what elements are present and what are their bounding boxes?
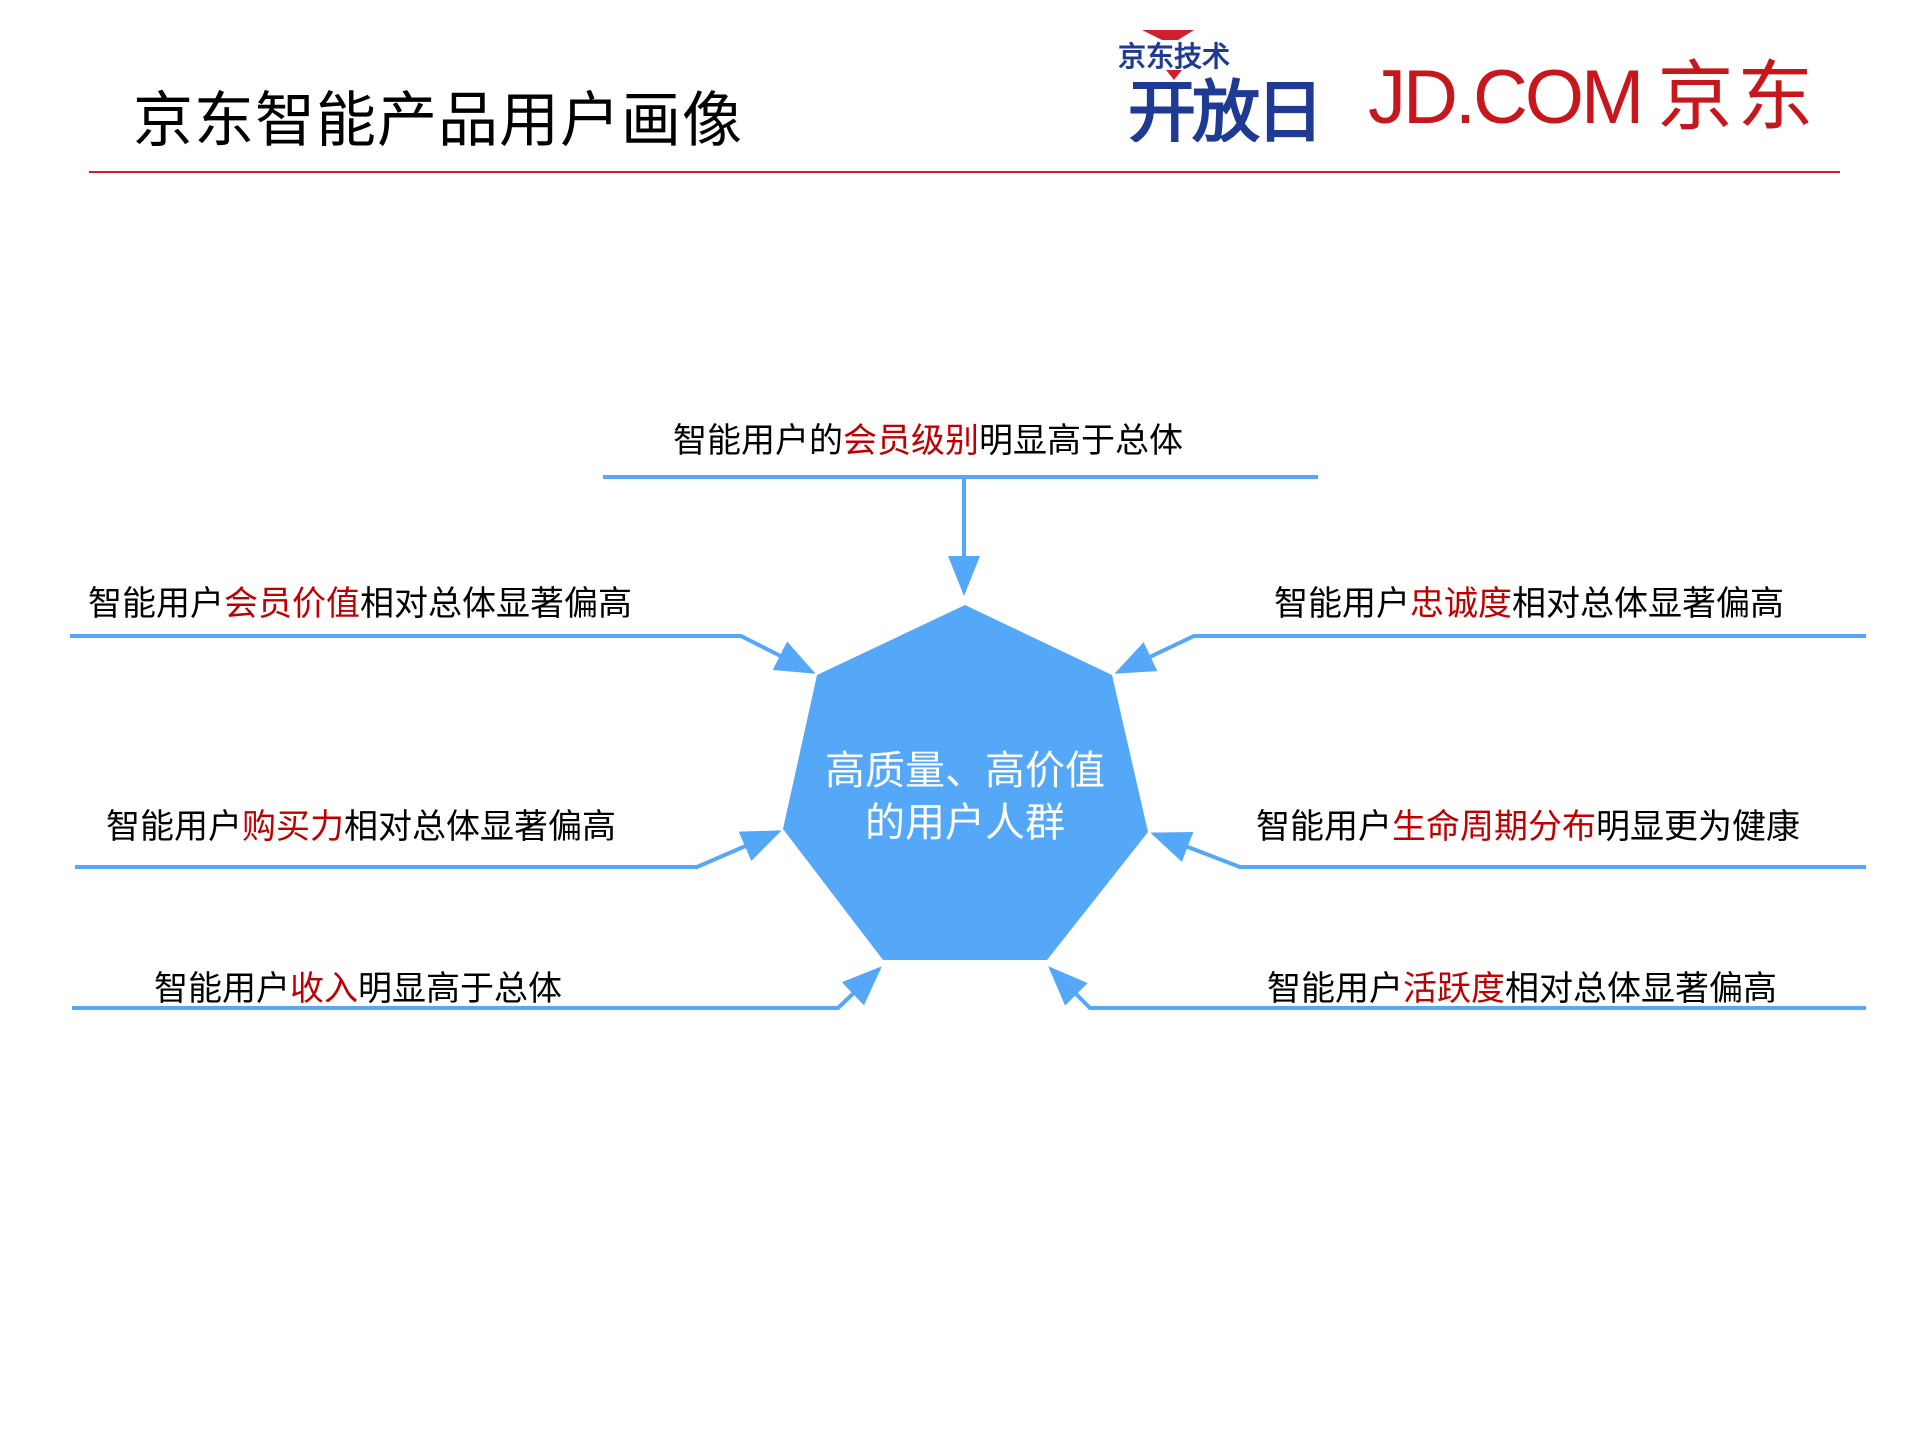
jd-com-cn: 京东 [1657, 55, 1818, 140]
center-heptagon [783, 605, 1148, 960]
logo-ribbon-icon [1142, 30, 1194, 40]
logo-main-text: 开放日 [1128, 74, 1320, 142]
item-highlight: 活跃度 [1403, 969, 1505, 1009]
item-label-middle-right: 智能用户生命周期分布明显更为健康 [1256, 810, 1800, 844]
item-label-middle-left: 智能用户购买力相对总体显著偏高 [106, 810, 616, 844]
item-label-lower-right: 智能用户活跃度相对总体显著偏高 [1267, 972, 1777, 1006]
page-title: 京东智能产品用户画像 [133, 86, 743, 156]
item-suffix: 相对总体显著偏高 [360, 584, 632, 624]
jd-com-latin: JD.COM [1368, 55, 1644, 140]
item-prefix: 智能用户 [1267, 969, 1403, 1009]
arrow-upper-left [70, 634, 816, 674]
item-prefix: 智能用户 [106, 807, 242, 847]
item-suffix: 明显高于总体 [358, 969, 562, 1009]
item-prefix: 智能用户 [88, 584, 224, 624]
logo-triangle-icon [1166, 70, 1182, 80]
item-prefix: 智能用户的 [673, 421, 843, 461]
center-label-line1: 高质量、高价值 [825, 748, 1105, 794]
item-suffix: 明显高于总体 [979, 421, 1183, 461]
center-label: 高质量、高价值 的用户人群 [780, 745, 1150, 849]
item-suffix: 明显更为健康 [1596, 807, 1800, 847]
arrow-lower-right [1048, 966, 1866, 1010]
arrow-upper-right [1114, 634, 1866, 674]
logo-top-text: 京东技术 [1118, 40, 1230, 73]
item-prefix: 智能用户 [1256, 807, 1392, 847]
item-highlight: 忠诚度 [1410, 584, 1512, 624]
arrow-middle-right [1150, 831, 1866, 869]
item-label-lower-left: 智能用户收入明显高于总体 [154, 972, 562, 1006]
item-highlight: 生命周期分布 [1392, 807, 1596, 847]
item-label-upper-right: 智能用户忠诚度相对总体显著偏高 [1274, 587, 1784, 621]
arrow-lower-left [72, 966, 882, 1010]
item-suffix: 相对总体显著偏高 [1505, 969, 1777, 1009]
jd-tech-open-day-logo: 京东技术 开放日 [1118, 30, 1324, 142]
arrow-middle-left [75, 830, 782, 869]
item-label-upper-left: 智能用户会员价值相对总体显著偏高 [88, 587, 632, 621]
item-highlight: 购买力 [242, 807, 344, 847]
item-label-top: 智能用户的会员级别明显高于总体 [673, 424, 1183, 458]
item-highlight: 收入 [290, 969, 358, 1009]
item-prefix: 智能用户 [1274, 584, 1410, 624]
item-highlight: 会员价值 [224, 584, 360, 624]
center-label-line2: 的用户人群 [865, 800, 1065, 846]
item-suffix: 相对总体显著偏高 [344, 807, 616, 847]
item-highlight: 会员级别 [843, 421, 979, 461]
header-divider [89, 171, 1840, 173]
item-suffix: 相对总体显著偏高 [1512, 584, 1784, 624]
item-prefix: 智能用户 [154, 969, 290, 1009]
